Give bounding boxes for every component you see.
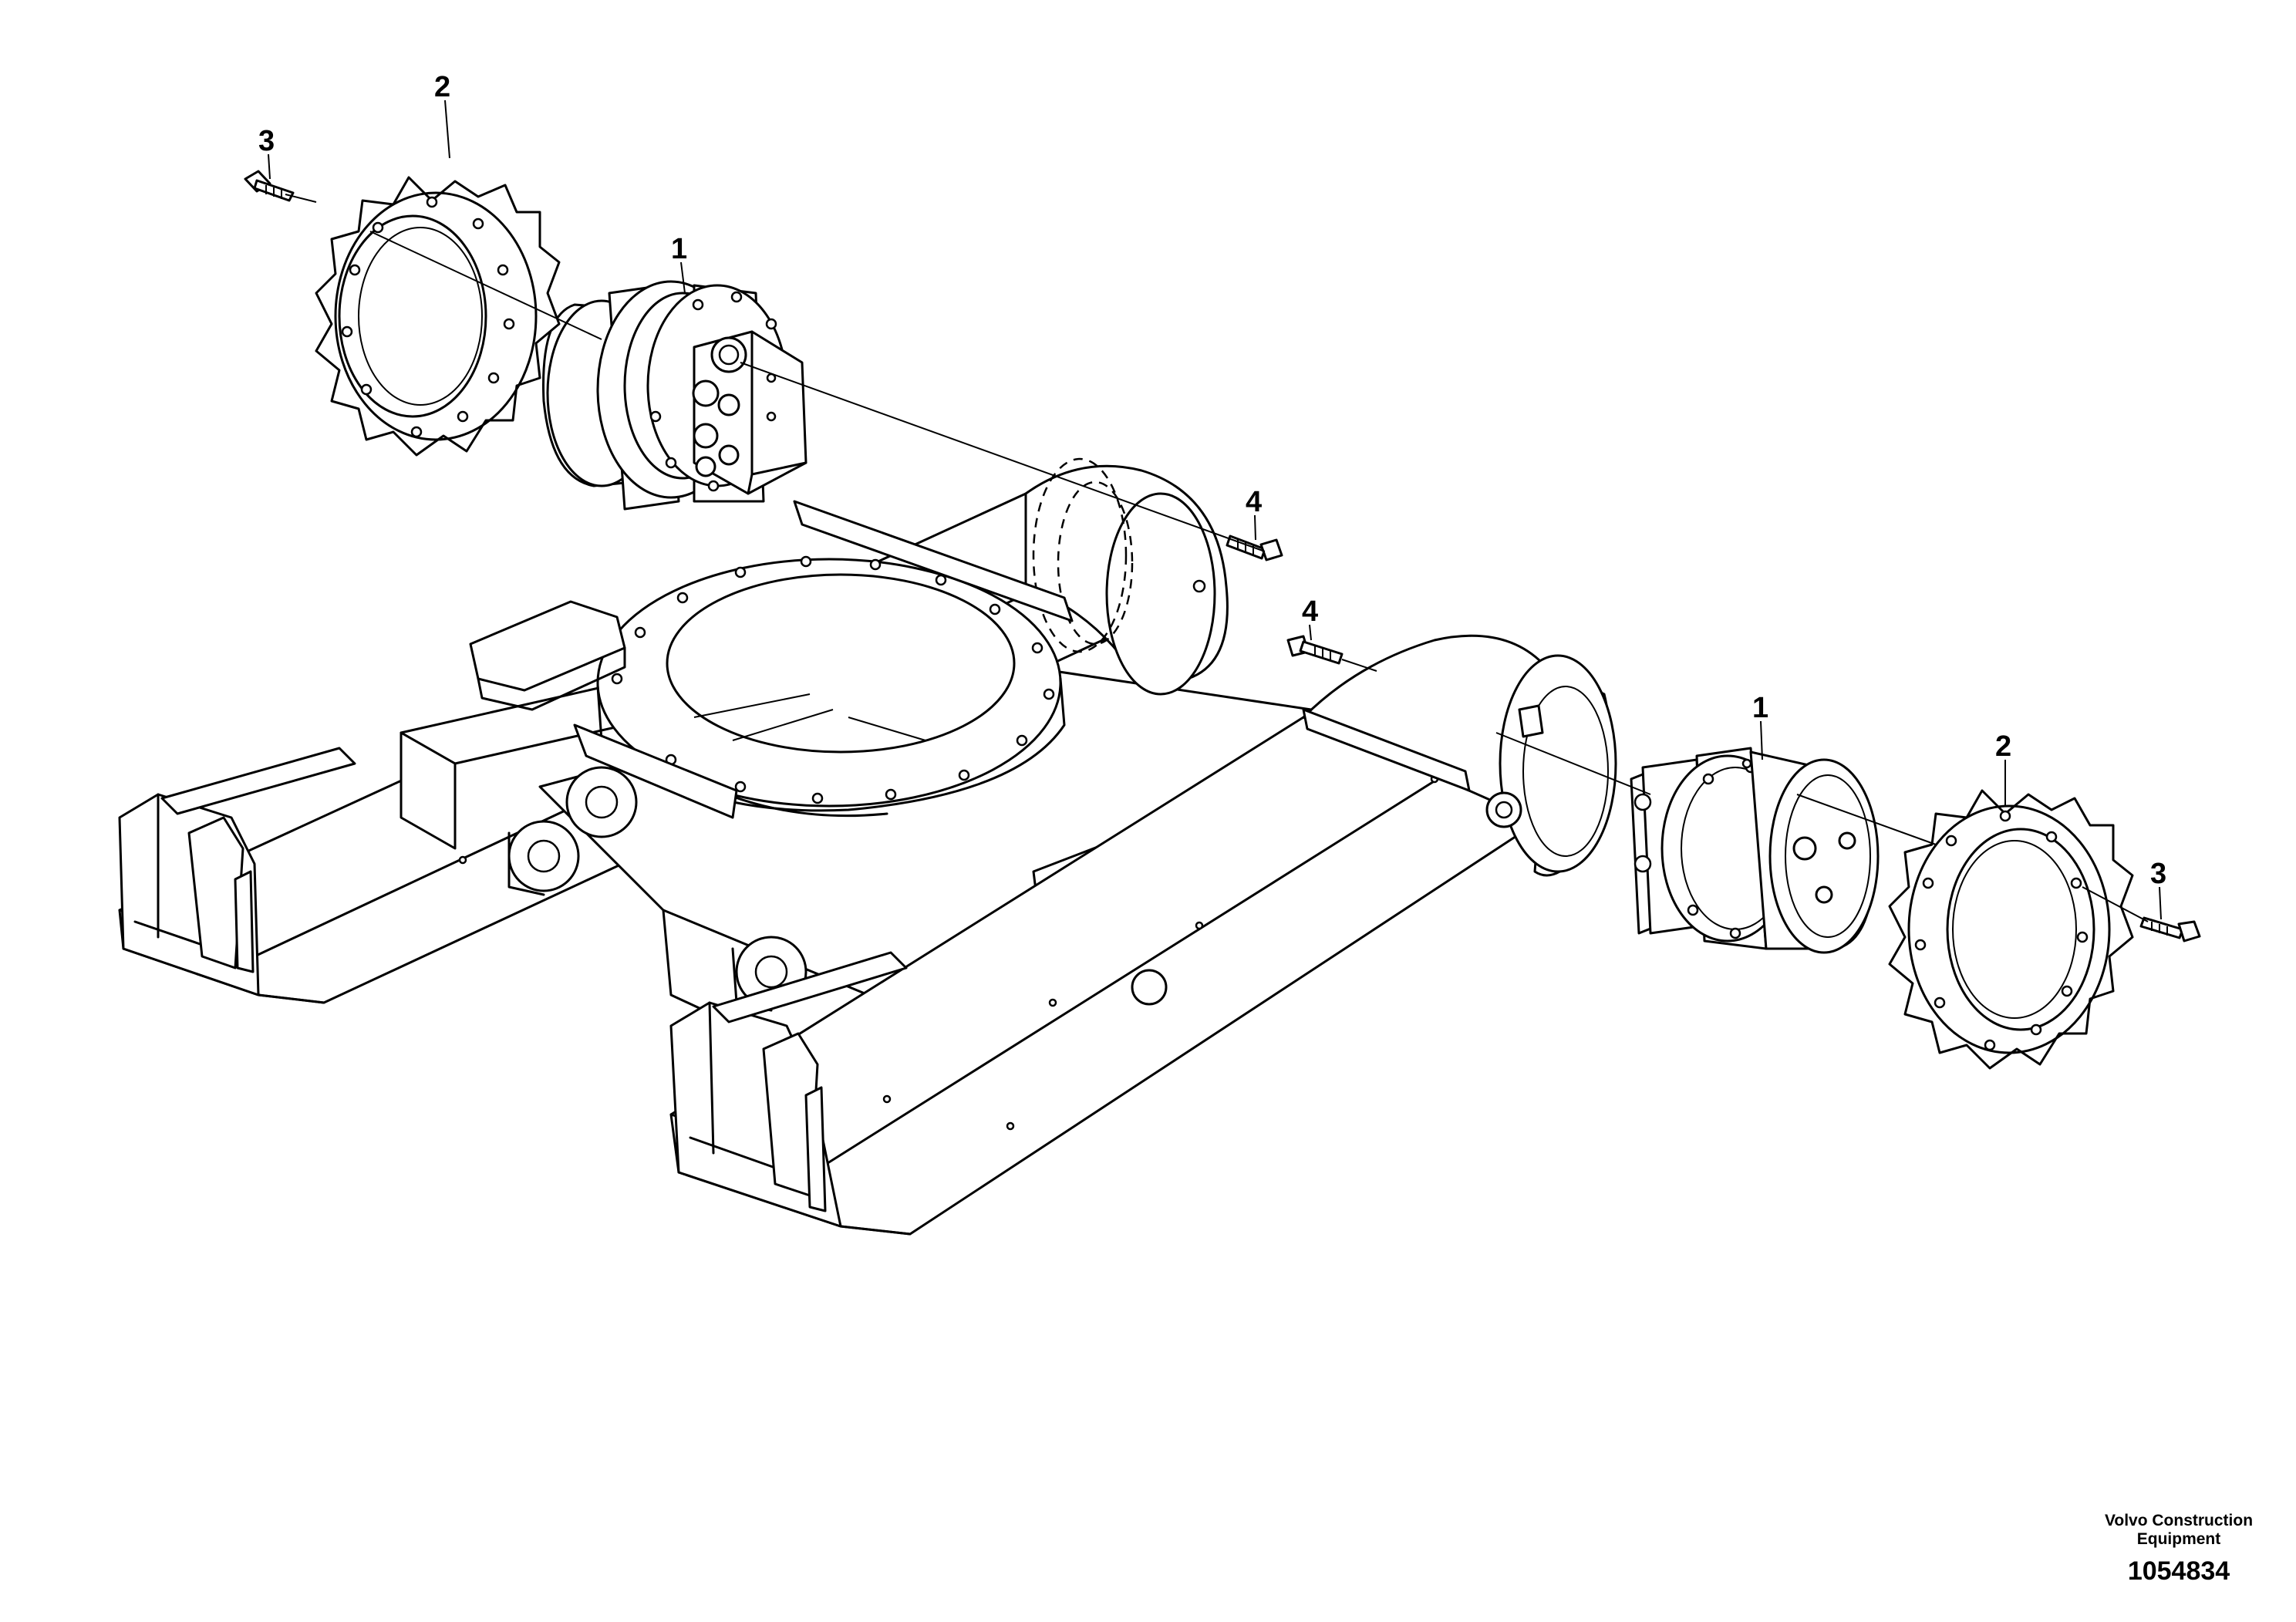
- document-number: 1054834: [2128, 1556, 2230, 1586]
- travel-motor-left: [542, 280, 807, 511]
- sprocket-right: [1888, 789, 2134, 1070]
- callout-motor-right: 1: [1752, 692, 1768, 724]
- callout-bolt-motor-right: 4: [1302, 595, 1318, 628]
- sprocket-left: [315, 176, 561, 457]
- callout-bolt-motor-left: 4: [1246, 486, 1262, 518]
- bolt-motor-right: [1286, 635, 1344, 665]
- callout-motor-left: 1: [671, 233, 687, 265]
- undercarriage-frame: [118, 457, 1617, 1236]
- travel-motor-right: [1630, 747, 1880, 954]
- callout-sprocket-right: 2: [1995, 730, 2011, 763]
- ring-bolt-holes: [611, 555, 1055, 804]
- callout-bolt-sprocket-right: 3: [2150, 858, 2166, 890]
- leader-lines: [268, 99, 2162, 920]
- bolt-motor-left: [1226, 534, 1283, 561]
- callout-sprocket-left: 2: [434, 71, 450, 103]
- sprocket-left-bolt-holes: [341, 196, 515, 438]
- callout-bolt-sprocket-left: 3: [258, 125, 275, 157]
- sprocket-right-bolt-holes: [1914, 810, 2089, 1051]
- brand-line-1: Volvo Construction: [2105, 1512, 2253, 1529]
- assembly-axis-lines: [285, 194, 2149, 922]
- brand-line-2: Equipment: [2137, 1530, 2221, 1548]
- bolt-sprocket-left: [244, 170, 295, 202]
- bolt-sprocket-right: [2139, 916, 2201, 943]
